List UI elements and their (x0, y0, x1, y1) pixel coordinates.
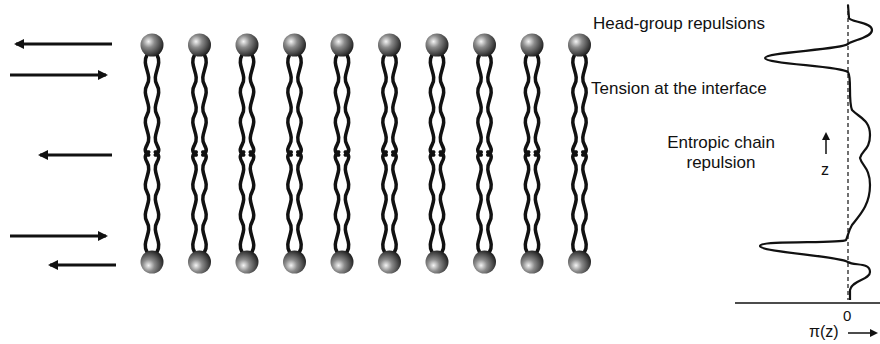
entropic-label: Entropic chain repulsion (650, 133, 792, 173)
head-group-label: Head-group repulsions (592, 14, 766, 34)
axis-pi-label: π(z) (808, 322, 840, 342)
pressure-profile (735, 4, 880, 333)
top-leaflet (141, 34, 592, 156)
axis-zero-label: 0 (842, 306, 852, 326)
tension-label: Tension at the interface (590, 79, 768, 99)
axis-z-label: z (820, 160, 830, 180)
force-arrows (10, 44, 116, 265)
bottom-leaflet (141, 152, 592, 274)
